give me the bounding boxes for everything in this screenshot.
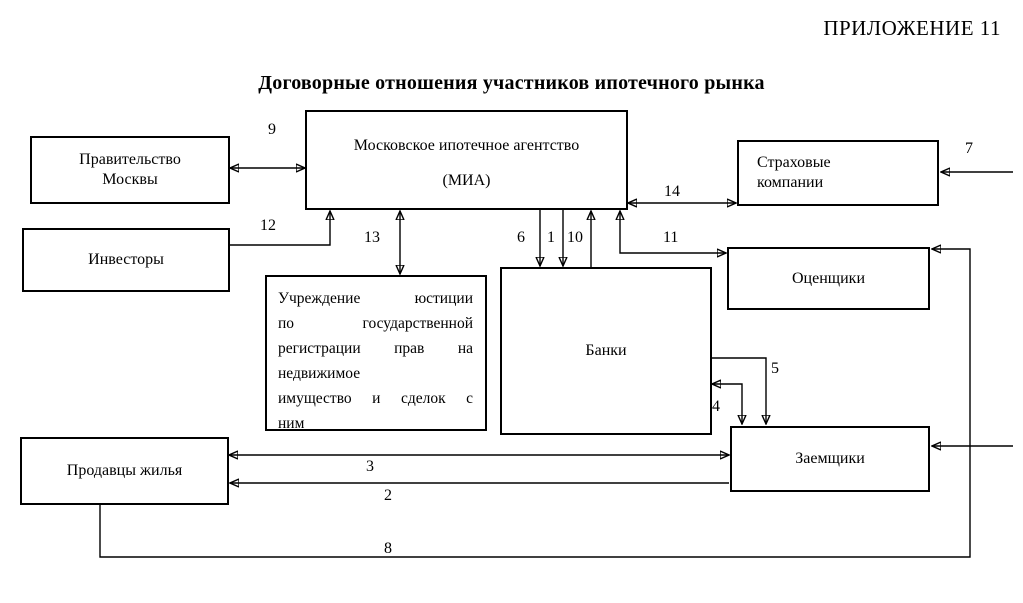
arrow-4 bbox=[712, 384, 742, 424]
box-government-label: Правительство Москвы bbox=[79, 151, 181, 188]
box-investors-label: Инвесторы bbox=[88, 251, 164, 268]
box-borrowers-label: Заемщики bbox=[795, 450, 865, 467]
flow-number-1: 1 bbox=[547, 229, 555, 246]
flow-number-10: 10 bbox=[567, 229, 583, 246]
justice-text-line: Учреждение юстиции bbox=[278, 290, 473, 307]
justice-text-line: регистрации прав на bbox=[278, 340, 473, 357]
flow-number-3: 3 bbox=[366, 458, 374, 475]
flow-number-7: 7 bbox=[965, 140, 973, 157]
box-investors: Инвесторы bbox=[22, 228, 230, 292]
box-appraisers: Оценщики bbox=[727, 247, 930, 310]
box-mia-label-line1: Московское ипотечное агентство bbox=[353, 137, 580, 154]
justice-text-line: ним bbox=[278, 415, 305, 432]
justice-text-line: недвижимое bbox=[278, 365, 361, 382]
box-banks-label: Банки bbox=[585, 342, 627, 359]
box-mia-label-line2: (МИА) bbox=[442, 172, 491, 189]
flow-number-13: 13 bbox=[364, 229, 380, 246]
flow-number-4: 4 bbox=[712, 398, 720, 415]
arrow-11 bbox=[620, 211, 726, 253]
arrow-8 bbox=[99, 249, 971, 558]
box-justice: Учреждение юстиции по государственной ре… bbox=[265, 275, 487, 432]
diagram-title: Договорные отношения участников ипотечно… bbox=[258, 72, 765, 94]
flow-number-6: 6 bbox=[517, 229, 525, 246]
box-mia: Московское ипотечное агентство (МИА) bbox=[305, 110, 628, 210]
appendix-label: ПРИЛОЖЕНИЕ 11 bbox=[823, 16, 1001, 40]
justice-text-line: имущество и сделок с bbox=[278, 390, 473, 407]
flow-number-12: 12 bbox=[260, 217, 276, 234]
flow-number-8: 8 bbox=[384, 540, 392, 557]
box-banks: Банки bbox=[500, 267, 712, 435]
box-insurance: Страховые компании bbox=[737, 140, 939, 206]
flow-number-2: 2 bbox=[384, 487, 392, 504]
box-sellers-label: Продавцы жилья bbox=[66, 462, 183, 479]
flow-number-11: 11 bbox=[663, 229, 679, 246]
box-appraisers-label: Оценщики bbox=[792, 269, 865, 287]
flow-number-5: 5 bbox=[771, 360, 779, 377]
box-borrowers: Заемщики bbox=[730, 426, 930, 492]
box-government: Правительство Москвы bbox=[30, 136, 230, 204]
flow-number-14: 14 bbox=[664, 183, 680, 200]
arrow-5 bbox=[712, 357, 766, 424]
flow-number-9: 9 bbox=[268, 121, 276, 138]
justice-text-line: по государственной bbox=[278, 315, 473, 332]
box-sellers: Продавцы жилья bbox=[20, 437, 229, 505]
box-insurance-label: Страховые компании bbox=[757, 154, 831, 191]
arrow-12 bbox=[230, 211, 330, 246]
